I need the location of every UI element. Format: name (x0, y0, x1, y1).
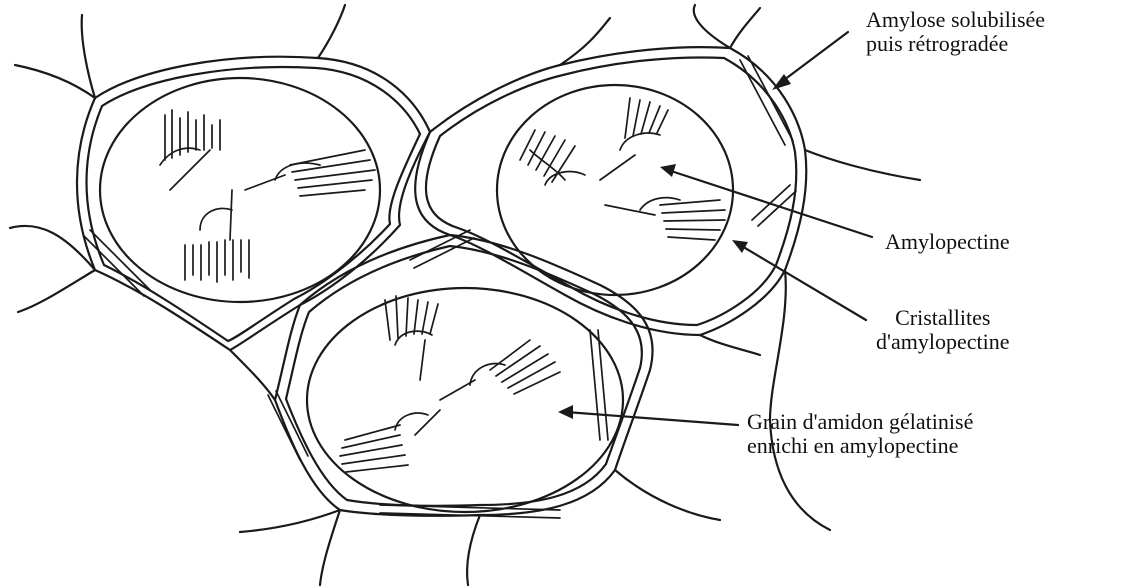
label-cristallites-line1: Cristallites (876, 306, 1009, 330)
label-amylose: Amylose solubilisée puis rétrogradée (866, 8, 1045, 56)
label-amylose-line1: Amylose solubilisée (866, 8, 1045, 32)
label-grain-line1: Grain d'amidon gélatinisé (747, 410, 973, 434)
label-grain-line2: enrichi en amylopectine (747, 434, 973, 458)
label-amylose-line2: puis rétrogradée (866, 32, 1045, 56)
label-amylopectine: Amylopectine (885, 230, 1010, 254)
granule-bottom (307, 288, 623, 512)
label-cristallites: Cristallites d'amylopectine (876, 306, 1009, 354)
granule-network (10, 5, 920, 585)
label-grain: Grain d'amidon gélatinisé enrichi en amy… (747, 410, 973, 458)
amylopectine-clusters (160, 98, 725, 472)
label-cristallites-line2: d'amylopectine (876, 330, 1009, 354)
granule-left (100, 78, 380, 302)
granule-right (497, 85, 733, 295)
pointer-arrows (558, 32, 872, 425)
